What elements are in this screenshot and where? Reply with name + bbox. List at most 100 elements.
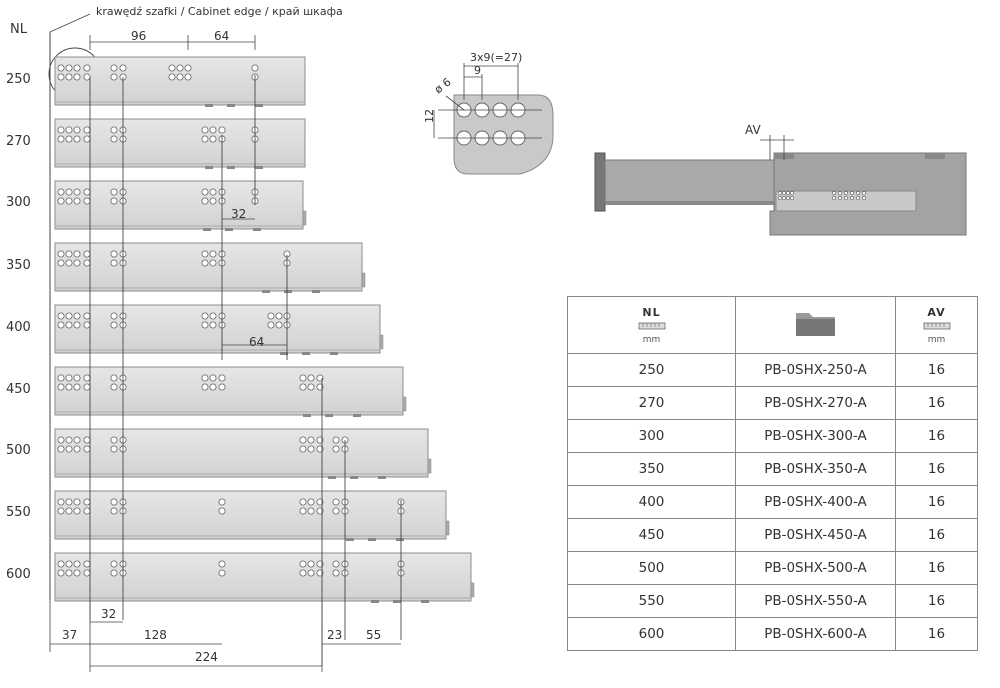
hole: [168, 64, 176, 72]
hole: [73, 135, 81, 143]
rail-400: [54, 304, 384, 355]
hole: [65, 259, 73, 267]
hole: [209, 259, 217, 267]
hole: [73, 569, 81, 577]
folder-icon: [795, 313, 835, 336]
hole: [332, 436, 340, 444]
hole: [73, 188, 81, 196]
hole: [65, 64, 73, 72]
hole: [307, 498, 315, 506]
side-hole: [844, 196, 848, 200]
ruler-icon: [638, 322, 665, 329]
hole: [201, 188, 209, 196]
hole: [110, 73, 118, 81]
hole: [209, 197, 217, 205]
hole: [299, 507, 307, 515]
hole: [57, 560, 65, 568]
hole: [83, 498, 91, 506]
hole: [83, 560, 91, 568]
hole: [83, 197, 91, 205]
hole: [83, 445, 91, 453]
hole: [57, 383, 65, 391]
cell-nl: 450: [567, 518, 736, 552]
table-header-row: NL mm AV mm: [567, 296, 978, 354]
cell-nl: 250: [567, 353, 736, 387]
hole: [307, 569, 315, 577]
hole: [65, 498, 73, 506]
cell-av: 16: [895, 419, 978, 453]
hole: [57, 259, 65, 267]
hole: [307, 383, 315, 391]
rail-350: [54, 242, 366, 293]
hole: [57, 321, 65, 329]
hole: [57, 250, 65, 258]
hole: [65, 374, 73, 382]
hole: [209, 312, 217, 320]
hole: [184, 64, 192, 72]
hole: [57, 197, 65, 205]
hole: [73, 250, 81, 258]
hole: [267, 312, 275, 320]
hole: [201, 197, 209, 205]
hole: [110, 64, 118, 72]
rail-450: [54, 366, 407, 417]
cell-av: 16: [895, 584, 978, 618]
header-nl-label: NL: [642, 305, 661, 319]
hole: [73, 259, 81, 267]
hole: [168, 73, 176, 81]
hole: [184, 73, 192, 81]
cell-code: PB-0SHX-250-A: [735, 353, 896, 387]
row-label-270: 270: [6, 134, 31, 149]
side-hole: [790, 196, 794, 200]
hole: [65, 560, 73, 568]
hole: [299, 560, 307, 568]
hole: [65, 507, 73, 515]
side-hole: [782, 191, 786, 195]
hole-detail-drawing: [433, 63, 554, 175]
hole: [307, 507, 315, 515]
dimension-lines-group: [49, 35, 401, 672]
hole: [57, 126, 65, 134]
hole: [209, 383, 217, 391]
hole: [218, 383, 226, 391]
side-hole: [786, 191, 790, 195]
side-view-drawing: [594, 135, 967, 236]
slide-drawings: [48, 13, 475, 672]
hole: [201, 312, 209, 320]
hole: [110, 312, 118, 320]
hole: [110, 135, 118, 143]
hole: [209, 188, 217, 196]
row-label-250: 250: [6, 72, 31, 87]
hole: [110, 197, 118, 205]
hole: [316, 436, 324, 444]
hole: [201, 126, 209, 134]
rail-250: [54, 56, 306, 107]
detail-pitch-label: 3x9(=27): [470, 51, 523, 64]
header-av-label: AV: [927, 305, 946, 319]
hole: [299, 374, 307, 382]
header-av-cell: AV mm: [895, 296, 978, 354]
dim-55: 55: [366, 628, 382, 642]
hole: [73, 383, 81, 391]
hole: [65, 312, 73, 320]
hole: [307, 445, 315, 453]
hole: [110, 321, 118, 329]
hole: [316, 445, 324, 453]
hole: [332, 498, 340, 506]
row-label-450: 450: [6, 382, 31, 397]
hole: [110, 383, 118, 391]
hole: [57, 507, 65, 515]
cell-nl: 270: [567, 386, 736, 420]
hole: [299, 498, 307, 506]
hole: [57, 64, 65, 72]
rail-270: [54, 118, 306, 169]
hole: [307, 436, 315, 444]
header-av-unit: mm: [927, 334, 946, 345]
hole: [57, 498, 65, 506]
cell-code: PB-0SHX-350-A: [735, 452, 896, 486]
